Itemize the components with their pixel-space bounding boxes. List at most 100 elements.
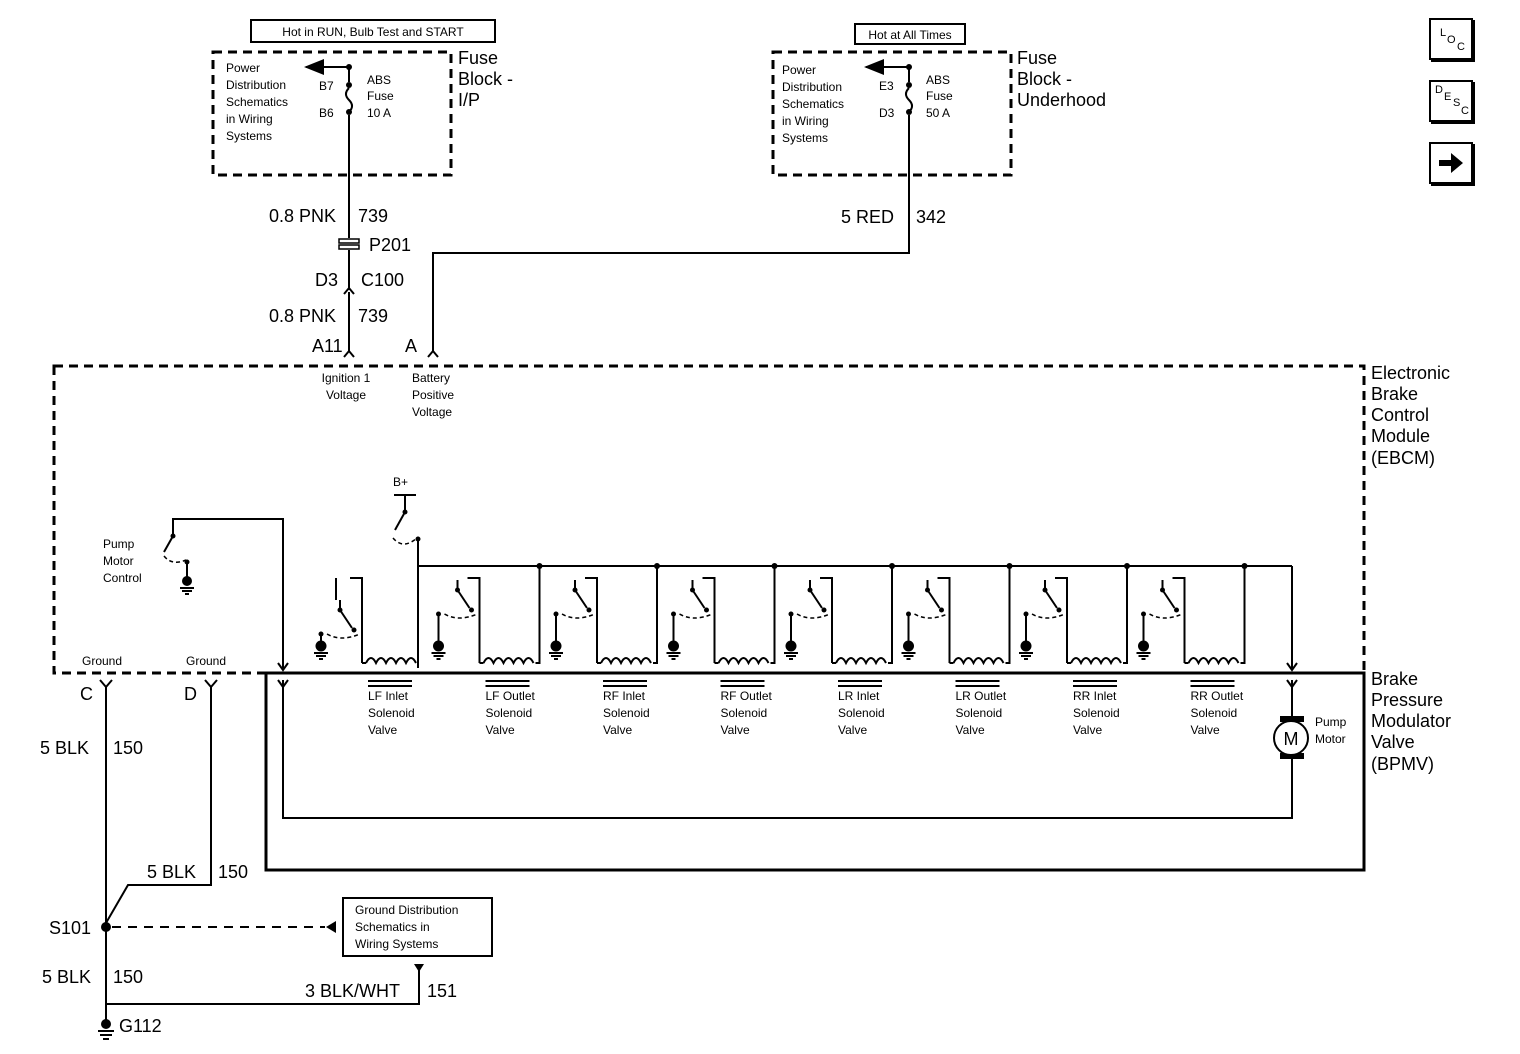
driver-switch-4 [691,589,706,609]
abs-fuse-ip-1: ABS [367,73,391,87]
pump-motor-control-2: Motor [103,554,134,568]
power-dist-uh-3: Schematics [782,97,844,111]
fuse-block-ip-name-1: Fuse [458,48,498,68]
fuse-block-ip-name-3: I/P [458,90,480,110]
solenoid-coil-5 [835,657,887,666]
ground-dist-3: Wiring Systems [355,937,438,951]
power-dist-uh-4: in Wiring [782,114,829,128]
solenoid-1-label-2: Solenoid [368,706,415,720]
ground-g112-label: G112 [119,1016,162,1036]
hot-all-times-banner: Hot at All Times [868,28,951,42]
bpmv-name-5: (BPMV) [1371,754,1434,774]
solenoid-coil-8 [1187,657,1240,666]
power-dist-uh-2: Distribution [782,80,842,94]
hot-all-times-banner-box [854,23,966,45]
red-circuit: 342 [916,207,946,227]
next-button[interactable] [1429,142,1473,184]
pin-b6: B6 [319,106,334,120]
bplus-relay-switch [394,511,406,531]
solenoid-7-label-3: Valve [1073,723,1102,737]
ebcm-name-3: Control [1371,405,1429,425]
fuse-block-ip: Hot in RUN, Bulb Test and START Power Di… [211,19,513,177]
ebcm-name-2: Brake [1371,384,1418,404]
solenoid-1-label-3: Valve [368,723,397,737]
solenoid-7-label-2: Solenoid [1073,706,1120,720]
blk-g-gauge: 5 BLK [42,967,91,987]
ground-wiring: C D 5 BLK 150 5 BLK 150 S101 Ground Dist… [40,679,493,1040]
pin-a-symbol [427,349,439,358]
solenoid-4-label-2: Solenoid [721,706,768,720]
pnk-lower-circuit: 739 [358,306,388,326]
circuit-342: 5 RED 342 A [405,115,946,358]
driver-switch-3 [574,589,588,609]
desc-e: E [1444,91,1452,103]
solenoid-6-label-2: Solenoid [956,706,1003,720]
solenoid-8-label-2: Solenoid [1191,706,1238,720]
connector-p201-label: P201 [369,235,411,255]
splice-s101-icon [101,922,111,932]
driver-ground-icon-2 [433,640,444,652]
loc-l: L [1440,27,1447,39]
hot-run-banner-box [250,19,496,43]
power-dist-uh-1: Power [782,63,816,77]
pump-motor-control-1: Pump [103,537,135,551]
driver-ground-icon-3 [550,640,562,652]
solenoid-coil-6 [952,657,1005,666]
bpmv-name-4: Valve [1371,732,1415,752]
power-dist-uh-5: Systems [782,131,828,145]
connector-c100-label: C100 [361,270,404,290]
solenoid-2-label-1: LF Outlet [486,689,536,703]
battery-voltage-2: Positive [412,388,454,402]
solenoid-8-label-3: Valve [1191,723,1220,737]
blk-g-circuit: 150 [113,967,143,987]
ground-dist-1: Ground Distribution [355,903,458,917]
desc-button[interactable]: D E S C [1429,80,1473,122]
bpmv-name-1: Brake [1371,669,1418,689]
bpmv-outline [264,671,1366,872]
driver-switch-5 [809,589,823,609]
abs-fuse-50a-symbol [905,87,913,113]
driver-switch-8 [1161,589,1176,609]
pump-motor-label-1: Pump [1315,715,1347,729]
solenoid-6-label-3: Valve [956,723,985,737]
solenoid-3-label-3: Valve [603,723,632,737]
solenoid-coil-1 [365,657,417,666]
solenoid-4-label-1: RF Outlet [721,689,773,703]
pnk-upper-gauge: 0.8 PNK [269,206,336,226]
pnk-upper-circuit: 739 [358,206,388,226]
abs-fuse-10a-symbol [345,87,353,113]
power-dist-ip-3: Schematics [226,95,288,109]
loc-o: O [1447,34,1456,46]
fuse-block-uh-name-2: Block - [1017,69,1072,89]
loc-button[interactable]: L O C [1429,18,1473,60]
fuse-block-ip-outline [211,50,453,177]
pnk-lower-gauge: 0.8 PNK [269,306,336,326]
pin-a11-symbol [343,349,355,358]
pump-control-switch [163,535,174,553]
connector-c100-symbol [343,286,355,295]
desc-c: C [1461,105,1469,117]
pump-control-ground-icon [182,576,192,586]
connector-p201-top [338,238,360,244]
driver-ground-icon-1 [315,640,327,652]
ebcm-name-1: Electronic [1371,363,1450,383]
desc-d: D [1435,84,1443,96]
abs-fuse-uh-2: Fuse [926,89,953,103]
pump-motor-icon [1273,720,1309,756]
solenoid-coil-2 [482,657,535,666]
blkwht-circuit: 151 [427,981,457,1001]
bpmv-name-2: Pressure [1371,690,1443,710]
driver-ground-icon-7 [1020,640,1032,652]
solenoid-6-label-1: LR Outlet [956,689,1007,703]
solenoid-coil-7 [1070,657,1122,666]
ebcm-name-4: Module [1371,426,1430,446]
desc-s: S [1453,97,1461,109]
blk-d-circuit: 150 [218,862,248,882]
blk-c-circuit: 150 [113,738,143,758]
ebcm-module: Electronic Brake Control Module (EBCM) I… [52,363,1450,675]
battery-voltage-3: Voltage [412,405,452,419]
pin-c-label: C [80,684,93,704]
abs-fuse-uh-3: 50 A [926,106,950,120]
